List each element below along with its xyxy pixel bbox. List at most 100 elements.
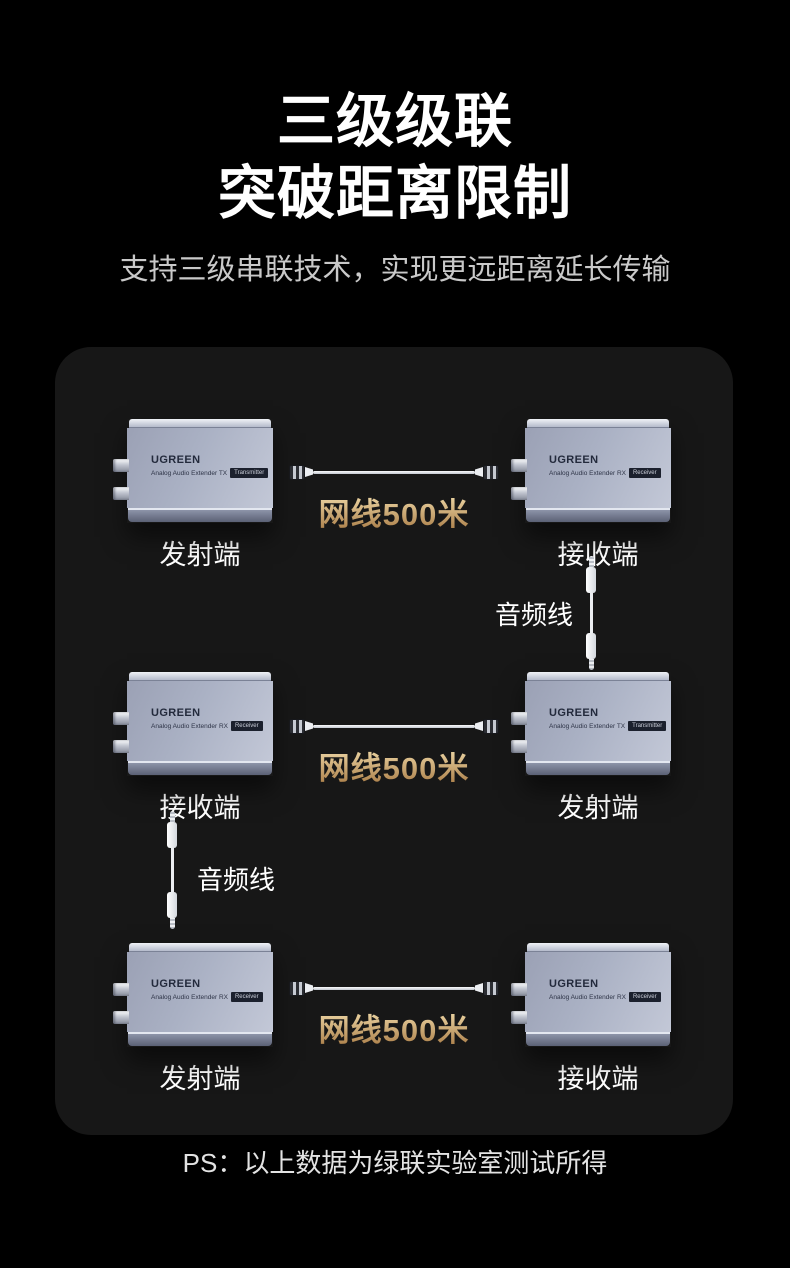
cable-wire — [170, 848, 174, 892]
device-model: Analog Audio Extender TX — [549, 722, 626, 730]
device-row2-right: UGREEN Analog Audio Extender TX Transmit… — [511, 672, 683, 825]
jack-tip-icon — [169, 811, 175, 822]
rca-connector-icon — [511, 1011, 527, 1024]
audio-cable-icon — [585, 556, 597, 670]
cable-boot-icon — [305, 467, 313, 477]
audio-cable-icon — [166, 811, 178, 929]
page-title: 三级级联 突破距离限制 — [0, 86, 790, 230]
device-bottom-edge — [128, 761, 272, 775]
device-caption: 接收端 — [159, 793, 241, 823]
brand-logo: UGREEN — [151, 978, 201, 990]
title-line2: 突破距离限制 — [217, 161, 572, 226]
rca-connector-icon — [511, 487, 527, 500]
device-model-line: Analog Audio Extender TX Transmitter — [151, 468, 273, 478]
jack-body-icon — [167, 892, 177, 918]
device-bottom-edge — [128, 508, 272, 522]
rca-connector-icon — [113, 487, 129, 500]
device-role-badge: Transmitter — [628, 721, 667, 731]
device-role-badge: Receiver — [230, 992, 263, 1002]
rca-connector-icon — [113, 740, 129, 753]
audio-cable-label: 音频线 — [494, 600, 573, 630]
device-model-line: Analog Audio Extender RX Receiver — [549, 468, 671, 478]
device-model-line: Analog Audio Extender RX Receiver — [151, 992, 273, 1002]
device-front-face: UGREEN Analog Audio Extender TX Transmit… — [127, 428, 273, 508]
rj45-cable-icon — [289, 463, 499, 481]
rca-connector-icon — [511, 740, 527, 753]
rj45-plug-icon — [289, 718, 305, 734]
cable-wire — [313, 986, 475, 990]
cable-wire — [313, 724, 475, 728]
device-caption: 发射端 — [557, 793, 639, 823]
device-caption: 发射端 — [159, 1064, 241, 1094]
device-top-edge — [527, 943, 669, 952]
audio-cable-label: 音频线 — [197, 865, 276, 895]
device-bottom-edge — [128, 1032, 272, 1046]
device-model: Analog Audio Extender TX — [151, 469, 228, 477]
device-row2-left: UGREEN Analog Audio Extender RX Receiver… — [113, 672, 285, 825]
device-front-face: UGREEN Analog Audio Extender RX Receiver — [127, 681, 273, 761]
device-top-edge — [527, 672, 669, 681]
rj45-plug-icon — [483, 980, 499, 996]
device-model: Analog Audio Extender RX — [151, 993, 228, 1001]
rca-connector-icon — [511, 983, 527, 996]
cable-boot-icon — [475, 983, 483, 993]
rca-connector-icon — [511, 712, 527, 725]
device-top-edge — [129, 419, 271, 428]
network-cable-link-row2: 网线500米 — [289, 717, 499, 788]
device-row3-right: UGREEN Analog Audio Extender RX Receiver… — [511, 943, 683, 1096]
footer-note: PS：以上数据为绿联实验室测试所得 — [182, 1148, 608, 1178]
device-model-line: Analog Audio Extender RX Receiver — [151, 721, 273, 731]
device-front-face: UGREEN Analog Audio Extender RX Receiver — [525, 952, 671, 1032]
jack-body-icon — [586, 633, 596, 659]
jack-tip-icon — [588, 556, 594, 567]
extender-device-graphic: UGREEN Analog Audio Extender RX Receiver — [113, 672, 273, 776]
rj45-plug-icon — [483, 464, 499, 480]
rca-connector-icon — [113, 983, 129, 996]
cable-wire — [589, 593, 593, 633]
device-caption: 接收端 — [557, 540, 639, 570]
extender-device-graphic: UGREEN Analog Audio Extender RX Receiver — [511, 419, 671, 523]
device-role-badge: Receiver — [628, 468, 661, 478]
rca-connector-icon — [113, 712, 129, 725]
rca-connector-icon — [511, 459, 527, 472]
extender-device-graphic: UGREEN Analog Audio Extender TX Transmit… — [511, 672, 671, 776]
device-model-line: Analog Audio Extender TX Transmitter — [549, 721, 671, 731]
page-subtitle: 支持三级串联技术，实现更远距离延长传输 — [119, 254, 671, 286]
extender-device-graphic: UGREEN Analog Audio Extender TX Transmit… — [113, 419, 273, 523]
jack-tip-icon — [588, 659, 594, 670]
rj45-plug-icon — [289, 464, 305, 480]
brand-logo: UGREEN — [151, 454, 201, 466]
device-role-badge: Receiver — [628, 992, 661, 1002]
device-top-edge — [527, 419, 669, 428]
rj45-plug-icon — [483, 718, 499, 734]
extender-device-graphic: UGREEN Analog Audio Extender RX Receiver — [511, 943, 671, 1047]
device-front-face: UGREEN Analog Audio Extender RX Receiver — [127, 952, 273, 1032]
title-line1: 三级级联 — [276, 89, 513, 154]
device-bottom-edge — [526, 1032, 670, 1046]
device-caption: 接收端 — [557, 1064, 639, 1094]
brand-logo: UGREEN — [151, 707, 201, 719]
jack-body-icon — [167, 822, 177, 848]
jack-tip-icon — [169, 918, 175, 929]
brand-logo: UGREEN — [549, 978, 599, 990]
device-bottom-edge — [526, 761, 670, 775]
rca-connector-icon — [113, 1011, 129, 1024]
device-row1-right: UGREEN Analog Audio Extender RX Receiver… — [511, 419, 683, 572]
cable-length-label: 网线500米 — [289, 1005, 499, 1050]
cable-wire — [313, 470, 475, 474]
brand-logo: UGREEN — [549, 454, 599, 466]
brand-logo: UGREEN — [549, 707, 599, 719]
cable-length-label: 网线500米 — [289, 489, 499, 534]
network-cable-link-row1: 网线500米 — [289, 463, 499, 534]
rj45-plug-icon — [289, 980, 305, 996]
rca-connector-icon — [113, 459, 129, 472]
extender-device-graphic: UGREEN Analog Audio Extender RX Receiver — [113, 943, 273, 1047]
jack-body-icon — [586, 567, 596, 593]
diagram-panel: UGREEN Analog Audio Extender TX Transmit… — [55, 347, 733, 1135]
device-model: Analog Audio Extender RX — [151, 722, 228, 730]
device-front-face: UGREEN Analog Audio Extender RX Receiver — [525, 428, 671, 508]
device-role-badge: Transmitter — [230, 468, 269, 478]
device-row1-left: UGREEN Analog Audio Extender TX Transmit… — [113, 419, 285, 572]
device-row3-left: UGREEN Analog Audio Extender RX Receiver… — [113, 943, 285, 1096]
